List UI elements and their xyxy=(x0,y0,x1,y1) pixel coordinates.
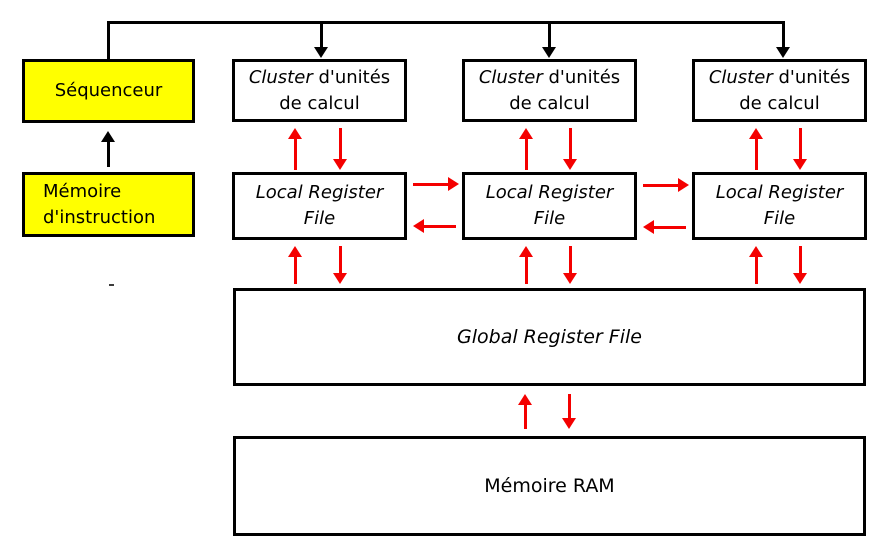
sequenceur-riser-line xyxy=(107,21,110,59)
arrow-lrf2-to-grf xyxy=(563,246,577,284)
arrow-lrf3-to-lrf2 xyxy=(643,220,686,234)
global-register-file-label: Global Register File xyxy=(457,326,642,348)
arrow-lrf1-to-cluster1 xyxy=(288,128,302,170)
arrow-grf-to-lrf3 xyxy=(749,246,763,284)
arrow-grf-to-ram xyxy=(562,394,576,429)
memoire-ram-label: Mémoire RAM xyxy=(484,475,615,497)
arrow-lrf3-to-cluster3 xyxy=(749,128,763,170)
sequenceur-box: Séquenceur xyxy=(22,59,195,123)
arrow-grf-to-lrf2 xyxy=(519,246,533,284)
arrow-cluster3-to-lrf3 xyxy=(793,128,807,170)
memoire-ram-box: Mémoire RAM xyxy=(233,436,866,536)
arrow-grf-to-lrf1 xyxy=(288,246,302,284)
global-register-file-box: Global Register File xyxy=(233,288,866,386)
arrow-lrf1-to-lrf2 xyxy=(413,177,459,191)
arrow-lrf2-to-lrf3 xyxy=(643,178,689,192)
arrow-memoire-to-sequenceur xyxy=(101,131,115,167)
arrow-bus-to-cluster-2 xyxy=(542,22,556,58)
sequenceur-label: Séquenceur xyxy=(54,80,163,101)
stray-mark xyxy=(109,284,114,286)
arrow-lrf1-to-grf xyxy=(333,246,347,284)
arrow-bus-to-cluster-1 xyxy=(314,22,328,58)
arrow-cluster1-to-lrf1 xyxy=(333,128,347,170)
arrow-bus-to-cluster-3 xyxy=(776,22,790,58)
arrow-lrf2-to-lrf1 xyxy=(413,219,456,233)
dispatch-bus-horizontal-line xyxy=(107,21,785,24)
arrow-ram-to-grf xyxy=(518,394,532,429)
arrow-lrf2-to-cluster2 xyxy=(519,128,533,170)
arrow-lrf3-to-grf xyxy=(793,246,807,284)
arrow-cluster2-to-lrf2 xyxy=(563,128,577,170)
